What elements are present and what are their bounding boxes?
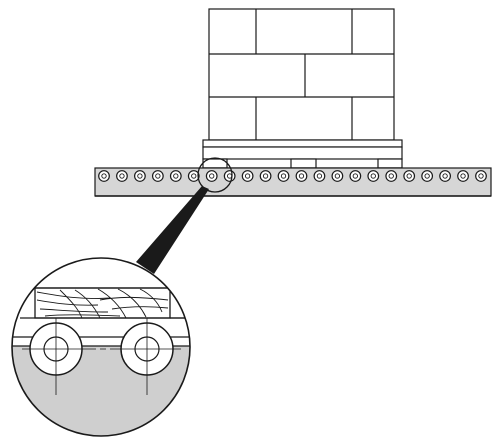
conveyor-roller [403,170,416,182]
conveyor-roller-axle [478,173,484,179]
conveyor-roller-axle [316,173,323,179]
conveyor-roller [367,170,380,182]
conveyor-roller-axle [101,173,107,179]
conveyor-roller [313,170,326,182]
conveyor-roller [223,170,236,182]
wood-grain [36,288,169,319]
conveyor-roller-axle [406,173,412,179]
pallet-block [377,158,403,169]
conveyor-roller-axle [298,173,305,179]
conveyor-roller [295,170,308,182]
conveyor-roller-axle [280,173,287,179]
detail-view-border [11,257,191,437]
conveyor-roller-axle [442,173,448,179]
conveyor-roller [349,170,362,182]
conveyor-roller-axle [388,173,394,179]
conveyor-roller [277,170,290,182]
box-stack [208,8,395,141]
pallet-block [290,158,317,169]
conveyor-roller-axle [155,173,161,179]
conveyor-roller-axle [370,173,376,179]
conveyor-roller [134,170,146,182]
conveyor-roller-axle [244,173,251,179]
conveyor-roller [116,170,128,182]
conveyor-roller [241,170,254,182]
conveyor-roller [259,170,272,182]
detail-roller [22,318,90,395]
conveyor-roller-axle [334,173,341,179]
conveyor-roller-axle [262,173,269,179]
conveyor-roller-axle [119,173,125,179]
pallet-top-deck [202,139,403,148]
magnifier-ring [197,157,233,193]
conveyor-roller [385,170,398,182]
conveyor-roller-axle [352,173,358,179]
conveyor-roller [439,170,451,182]
conveyor-roller [457,170,469,182]
conveyor-roller [331,170,344,182]
conveyor-roller [205,170,218,182]
pallet-stringer [202,146,403,160]
conveyor-roller [98,170,110,182]
box-stack-outline [208,8,395,141]
callout-pointer [136,186,209,274]
conveyor-roller-axle [191,173,197,179]
conveyor-roller-axle [137,173,143,179]
conveyor-roller-axle [424,173,430,179]
conveyor-roller [475,170,487,182]
conveyor-roller [187,170,200,182]
detail-pallet-board [34,287,171,319]
conveyor-roller [421,170,434,182]
conveyor-roller [169,170,182,182]
conveyor-roller-axle [209,173,215,179]
conveyor-rollers [98,170,487,182]
pallet [202,139,403,169]
conveyor-roller-axle [460,173,466,179]
detail-roller [113,318,181,395]
conveyor-roller-axle [173,173,179,179]
detail-view [11,257,191,437]
conveyor-roller [151,170,164,182]
